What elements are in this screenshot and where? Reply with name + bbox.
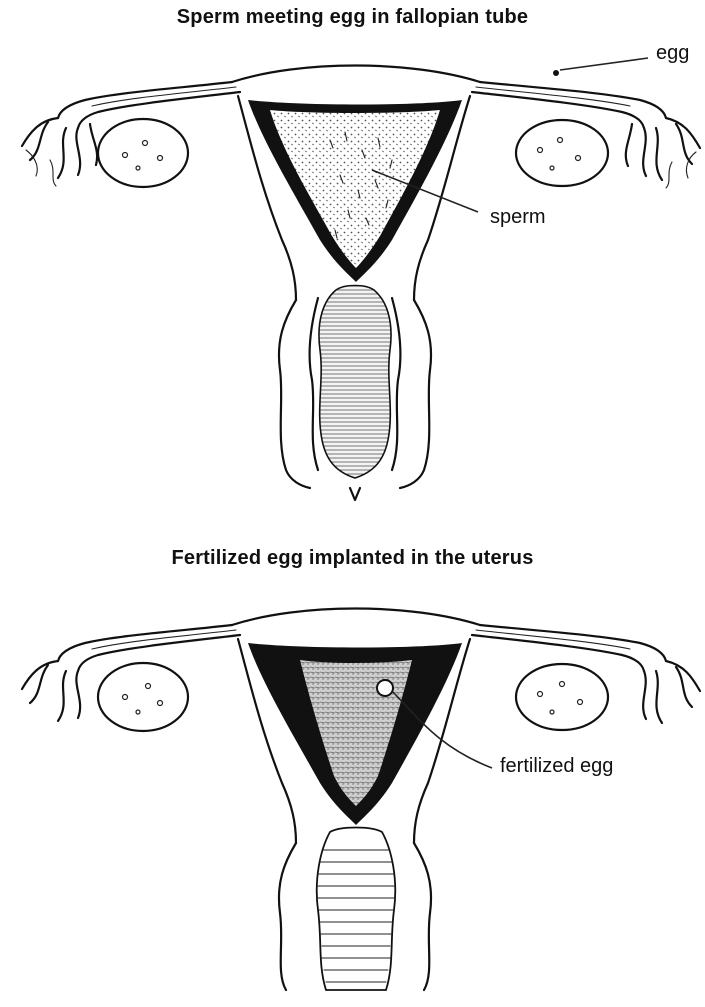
uterus-diagram-bottom <box>22 609 700 991</box>
egg-marker <box>553 70 559 76</box>
uterus-diagram-top <box>22 58 700 500</box>
fertilized-egg-marker <box>377 680 393 696</box>
egg-leader-line <box>560 58 648 70</box>
